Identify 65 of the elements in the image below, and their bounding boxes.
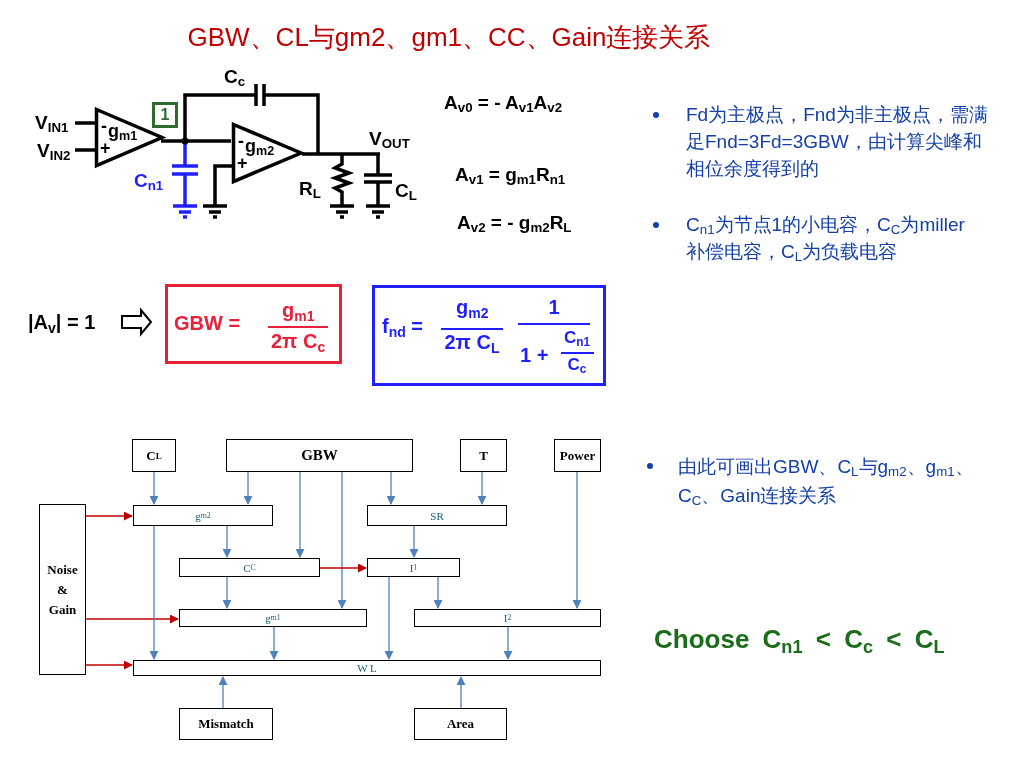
equation: A$_{v2}$ = - g$_{m2}$R$_{L}$ — [457, 212, 572, 234]
equation: A$_{v1}$ = g$_{m1}$R$_{n1}$ — [455, 164, 566, 186]
transconductance-label: g$_{m1}$ — [108, 120, 138, 142]
arrow — [337, 471, 347, 609]
arrow — [218, 676, 228, 709]
numerator: g$_{m2}$ — [456, 296, 489, 319]
factor-box: T — [460, 439, 507, 472]
factor-box: Mismatch — [179, 708, 273, 740]
amplifier-symbol — [232, 123, 302, 183]
pin-label: V$_{IN2}$ — [37, 140, 71, 162]
arrow — [222, 525, 232, 558]
denominator: 2π C$_{L}$ — [444, 331, 500, 354]
arrow — [319, 563, 367, 573]
parameter-box: SR — [367, 505, 507, 526]
arrow — [85, 660, 133, 670]
minus-sign: - — [238, 131, 244, 153]
arrow — [85, 511, 133, 521]
pin-label: V$_{OUT}$ — [369, 128, 410, 150]
pin-label: V$_{IN1}$ — [35, 112, 69, 134]
bullet-text: 由此可画出GBW、C$_{L}$与g$_{m2}$、g$_{m1}$、C$_{C}$、Gain连接关系 — [678, 455, 975, 510]
denominator: 2π C$_{c}$ — [271, 330, 326, 353]
arrow — [269, 626, 279, 660]
arrow — [149, 525, 159, 660]
node-tag: 1 — [152, 102, 178, 128]
component-label: C$_{n1}$ — [134, 170, 164, 192]
formula-box — [372, 285, 606, 386]
numerator: 1 — [548, 296, 560, 319]
component-label: C$_{L}$ — [395, 180, 417, 202]
component-label: R$_{L}$ — [299, 178, 321, 200]
arrow — [433, 576, 443, 609]
factor-box: Power — [554, 439, 601, 472]
bullet-text: Fd为主极点，Fnd为非主极点，需满足Fnd=3Fd=3GBW，由计算尖峰和相位余度得到的 — [686, 103, 989, 181]
formula-text: 1 + — [520, 344, 549, 367]
formula-box — [165, 284, 342, 364]
title: GBW、CL与gm2、gm1、CC、Gain连接关系 — [186, 21, 712, 54]
arrow — [85, 614, 179, 624]
arrow — [243, 471, 253, 505]
arrow — [295, 471, 305, 558]
inequality: Choose C$_{n1}$ < C$_{c}$ < C$_{L}$ — [654, 624, 945, 655]
bullet-text: C$_{n1}$为节点1的小电容，C$_{C}$为miller补偿电容，C$_{L}$为负载电容 — [686, 213, 966, 265]
arrow — [409, 525, 419, 558]
arrow — [477, 471, 487, 505]
arrow — [384, 576, 394, 660]
wire — [161, 139, 231, 143]
minus-sign: - — [101, 116, 107, 138]
block-arrow — [121, 307, 153, 337]
numerator: g$_{m1}$ — [282, 299, 315, 322]
factor-box: GBW — [226, 439, 413, 472]
factor-box: Noise & Gain — [39, 504, 86, 675]
arrow — [572, 471, 582, 609]
arrow — [456, 676, 466, 709]
arrow — [386, 471, 396, 505]
arrow — [503, 626, 513, 660]
arrow — [222, 576, 232, 609]
arrow — [149, 471, 159, 505]
denominator: C$_{c}$ — [567, 355, 587, 375]
transconductance-label: g$_{m2}$ — [245, 136, 275, 158]
equation: A$_{v0}$ = - A$_{v1}$A$_{v2}$ — [444, 92, 563, 114]
parameter-box: W L — [133, 660, 601, 676]
component-label: C$_{c}$ — [224, 66, 246, 88]
factor-box: Area — [414, 708, 507, 740]
formula-text: GBW = — [174, 312, 241, 335]
formula: |A$_{v}$| = 1 — [28, 308, 114, 336]
formula-text: f$_{nd}$ = — [382, 315, 424, 338]
numerator: C$_{n1}$ — [564, 328, 591, 348]
